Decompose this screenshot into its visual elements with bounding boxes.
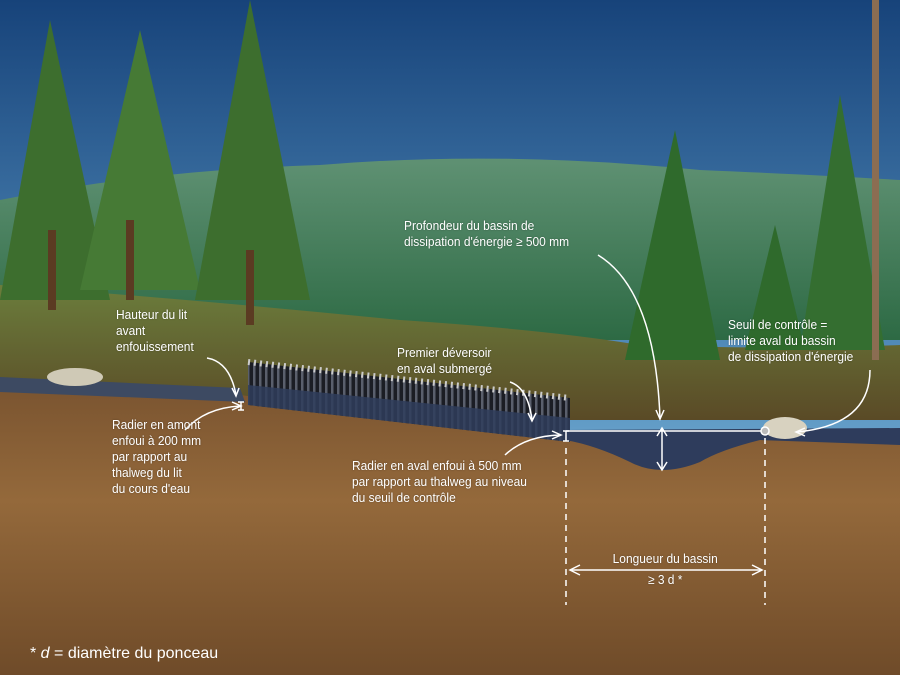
label-line: limite aval du bassin [728, 333, 836, 348]
label-line: de dissipation d'énergie [728, 349, 854, 364]
footnote-variable: d [40, 645, 50, 662]
rock [47, 368, 103, 386]
label-control-sill: Seuil de contrôle = limite aval du bassi… [728, 317, 853, 365]
label-line: par rapport au [112, 449, 188, 464]
label-line: du seuil de contrôle [352, 490, 456, 505]
label-line: Seuil de contrôle = [728, 317, 828, 332]
label-downstream-invert: Radier en aval enfoui à 500 mm par rappo… [352, 458, 527, 506]
control-sill-rock [763, 417, 807, 439]
label-bed-height: Hauteur du lit avant enfouissement [116, 307, 194, 355]
energy-dissipation-pool [565, 428, 900, 470]
culvert [247, 359, 571, 442]
trees [0, 0, 885, 360]
label-line: Longueur du bassin [612, 551, 718, 566]
label-line: avant [116, 323, 146, 338]
label-line: par rapport au thalweg au niveau [352, 474, 527, 489]
label-line: Radier en aval enfoui à 500 mm [352, 458, 522, 473]
label-line: enfoui à 200 mm [112, 433, 202, 448]
label-pool-depth: Profondeur du bassin de dissipation d'én… [404, 218, 569, 250]
label-line: enfouissement [116, 339, 194, 354]
label-line: dissipation d'énergie ≥ 500 mm [404, 234, 570, 249]
label-line: thalweg du lit [112, 465, 182, 480]
label-line: Profondeur du bassin de [404, 218, 535, 233]
label-pool-length: Longueur du bassin ≥ 3 d * [610, 551, 720, 588]
label-line: Premier déversoir [397, 345, 492, 360]
label-line: Hauteur du lit [116, 307, 188, 322]
label-line: du cours d'eau [112, 481, 191, 496]
grass-bank [0, 285, 900, 420]
annotation-arrows [184, 254, 871, 605]
label-line: Radier en amont [112, 417, 201, 432]
footnote-text: = diamètre du ponceau [49, 645, 219, 662]
label-first-weir: Premier déversoir en aval submergé [397, 345, 492, 377]
footnote-symbol: * [30, 645, 41, 662]
label-line: ≥ 3 d * [647, 572, 683, 587]
label-line: en aval submergé [397, 361, 493, 376]
footnote: * d = diamètre du ponceau [30, 645, 218, 663]
label-upstream-invert: Radier en amont enfoui à 200 mm par rapp… [112, 417, 201, 497]
